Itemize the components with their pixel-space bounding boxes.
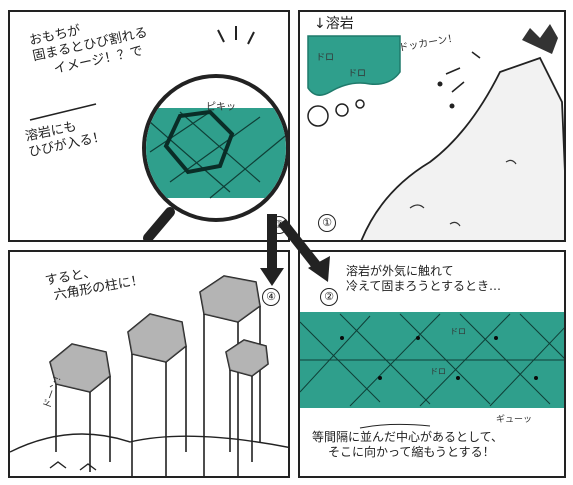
hexagon-crack [163, 109, 235, 175]
panel-1-volcano: ↓溶岩 ドッカーン！ ドロ ドロ ① [298, 10, 566, 242]
label-lava: ↓溶岩 [314, 16, 354, 32]
eruption-smoke [522, 24, 558, 54]
caption-cooling: 溶岩が外気に触れて 冷えて固まろうとするとき… [346, 264, 502, 293]
panel-4-art [10, 275, 288, 476]
panel-3-mochi: おもちが 固まるとひび割れる イメージ！？で 溶岩にも ひびが入る！ ピキッ ③ [8, 10, 290, 242]
sfx-doro-1: ドロ [316, 53, 335, 63]
panel-4-columns: すると、 六角形の柱に！ ドーン！ ④ [8, 250, 290, 478]
caption-shrink: 等間隔に並んだ中心があるとして、 そこに向かって縮もうとする！ [312, 430, 504, 459]
lava-slab-magnified [146, 108, 286, 198]
step-number-3: ③ [270, 216, 288, 234]
sfx-doro-a: ドロ [450, 327, 466, 336]
panel-2-art [300, 312, 564, 429]
panel-1-art [307, 24, 564, 240]
lava-flow [307, 35, 401, 96]
volcano [360, 56, 564, 240]
step-number-4: ④ [262, 288, 280, 306]
sfx-shrink: ギューッ [496, 415, 533, 425]
sfx-doro-2: ドロ [348, 69, 367, 79]
panel-2-cooling: ② 溶岩が外気に触れて 冷えて固まろうとするとき… ドロ ドロ ギューッ 等間隔… [298, 250, 566, 478]
sfx-crack: ピキッ [206, 102, 236, 113]
step-number-2: ② [320, 288, 338, 306]
sfx-doro-b: ドロ [430, 367, 446, 376]
panel-3-art [29, 26, 288, 240]
step-number-1: ① [318, 214, 336, 232]
